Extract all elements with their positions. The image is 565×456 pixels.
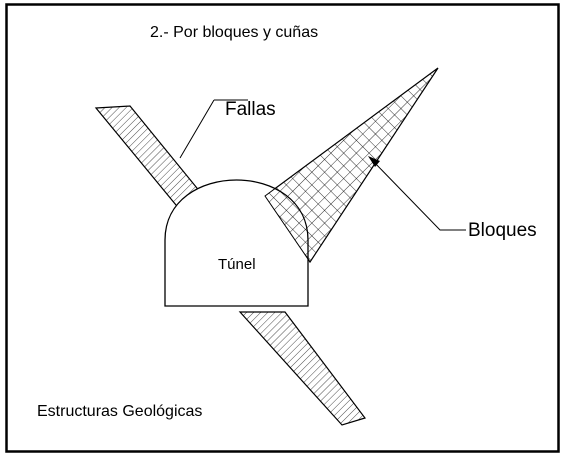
faults-label: Fallas <box>225 99 276 120</box>
diagram-title: 2.- Por bloques y cuñas <box>150 24 318 41</box>
blocks-leader-line <box>371 159 466 231</box>
blocks-label: Bloques <box>468 220 537 241</box>
faults-leader-line <box>179 99 248 159</box>
diagram-caption: Estructuras Geológicas <box>37 403 202 420</box>
blocks-leader-arrowhead <box>368 156 380 167</box>
lower-fault-band <box>238 311 366 426</box>
diagram-frame <box>5 3 560 453</box>
tunnel-label: Túnel <box>218 256 256 273</box>
